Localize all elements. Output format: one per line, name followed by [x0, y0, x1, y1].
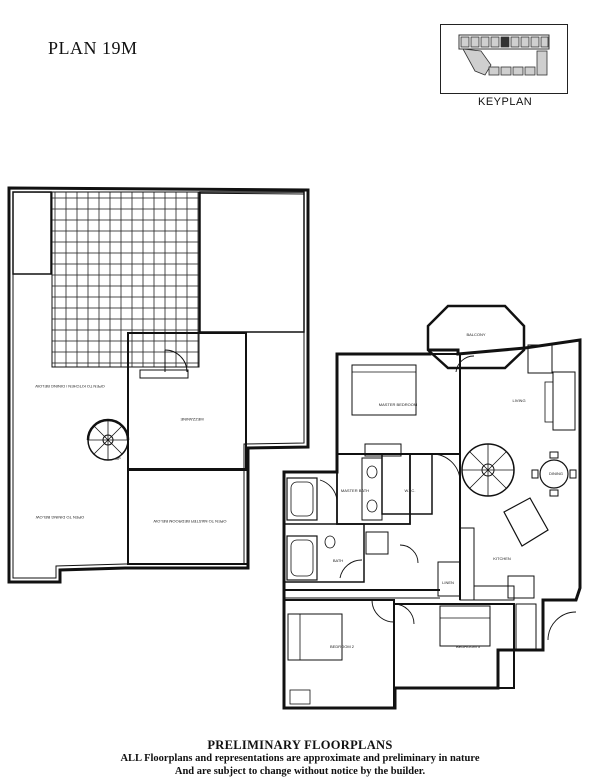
floorplan-drawing: OPEN TO KITCHEN / DINING BELOW MEZZANINE… [7, 186, 582, 710]
label-balcony: BALCONY [466, 332, 485, 337]
label-linen: LINEN [442, 580, 454, 585]
lower-level-plan [282, 304, 582, 710]
label-dining: DINING [549, 471, 563, 476]
label-master-bedroom: MASTER BEDROOM [379, 402, 417, 407]
keyplan-drawing [458, 34, 550, 76]
upper-label-up: UP [115, 456, 121, 461]
footer-disclaimer-line-1: ALL Floorplans and representations are a… [120, 753, 480, 764]
label-wic: W.I.C. [405, 488, 416, 493]
label-bedroom-3: BEDROOM 3 [456, 644, 481, 649]
label-living: LIVING [512, 398, 525, 403]
keyplan-thumbnail [440, 24, 568, 94]
upper-label-open-master-bedroom: OPEN TO MASTER BEDROOM BELOW [153, 519, 226, 524]
label-bath: BATH [333, 558, 343, 563]
label-bedroom-2: BEDROOM 2 [330, 644, 355, 649]
footer-title: PRELIMINARY FLOORPLANS [207, 738, 393, 752]
upper-level-plan [7, 186, 310, 584]
label-kitchen: KITCHEN [493, 556, 511, 561]
upper-label-mezzanine: MEZZANINE [180, 417, 203, 422]
upper-label-open-dining: OPEN TO DINING BELOW [36, 515, 85, 520]
keyplan-label: KEYPLAN [478, 96, 533, 108]
label-master-bath: MASTER BATH [341, 488, 369, 493]
plan-title: PLAN 19M [48, 38, 138, 58]
upper-label-open-kitchen: OPEN TO KITCHEN / DINING BELOW [35, 384, 105, 389]
footer-disclaimer-line-2: And are subject to change without notice… [174, 766, 426, 777]
